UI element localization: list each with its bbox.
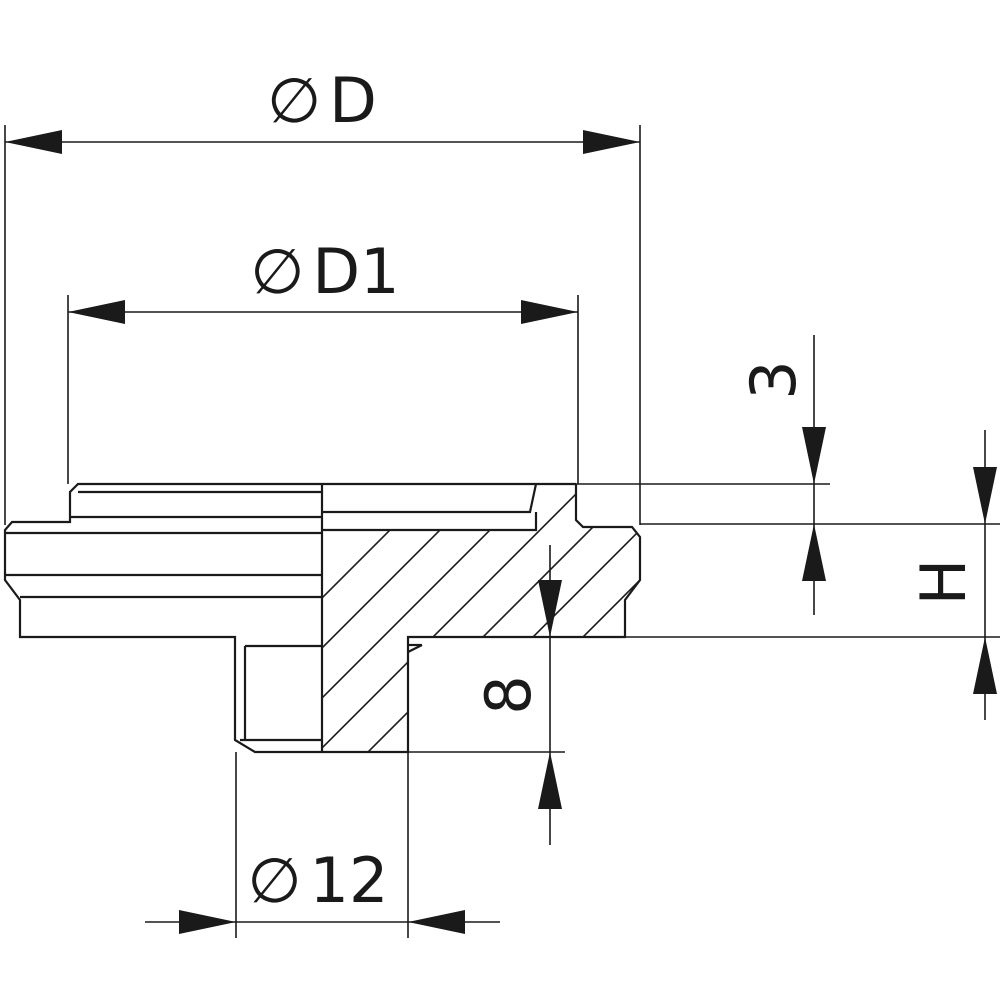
dimension-shank-diameter (145, 910, 500, 934)
dimension-outer-diameter (5, 130, 640, 154)
dimension-top-step (802, 335, 826, 615)
label-height: H (907, 559, 980, 606)
svg-text:∅D1: ∅D1 (250, 235, 399, 308)
extension-lines (4, 125, 1000, 938)
label-shank-diameter: ∅12 (248, 844, 389, 917)
label-outer-diameter: ∅D (267, 64, 377, 137)
svg-text:∅12: ∅12 (248, 844, 389, 917)
dimension-shank-length (538, 545, 562, 845)
label-inner-diameter: ∅D1 (250, 235, 399, 308)
label-top-step: 3 (737, 360, 810, 399)
svg-text:∅D: ∅D (267, 64, 377, 137)
label-shank-length: 8 (472, 675, 545, 714)
dimension-inner-diameter (68, 300, 578, 324)
part-outline (3, 482, 642, 754)
dimension-height (973, 430, 997, 720)
